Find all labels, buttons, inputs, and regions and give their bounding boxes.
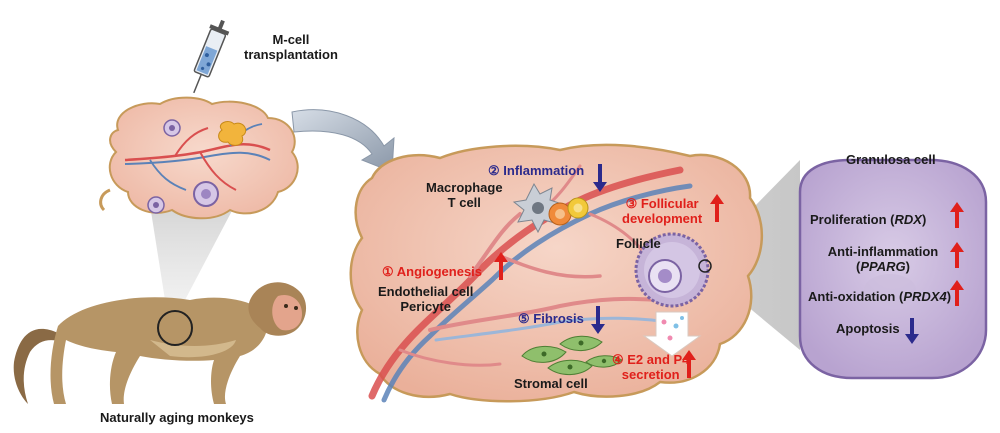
zoom-cone-left [150,205,235,300]
proliferation-gene: RDX [894,212,922,227]
granulosa-title: Granulosa cell [846,152,936,167]
macrophage-icon [512,182,564,234]
pericyte-text: Pericyte [400,299,451,314]
follicular-development-label: ③ Follicular development [622,196,702,226]
down-arrow-icon [591,164,607,334]
anti-oxidation-text: Anti-oxidation ( [808,289,904,304]
granulosa-cell-panel [798,158,988,380]
monkeys-label: Naturally aging monkeys [100,410,254,425]
anti-inflammation-label: Anti-inflammation (PPARG) [820,244,946,274]
proliferation-text: Proliferation ( [810,212,895,227]
proliferation-close: ) [921,212,927,227]
macrophage-text: Macrophage [426,180,503,195]
follicle-label: Follicle [616,236,661,251]
fibrosis-label: ⑤ Fibrosis [518,311,584,326]
e2p4-line-2: secretion [621,367,680,382]
endothelial-text: Endothelial cell [378,284,474,299]
t-cell-icon [548,197,589,226]
e2p4-line-1: ④ E2 and P4 [612,352,690,367]
follicular-line-1: ③ Follicular [625,196,699,211]
transplantation-line-2: transplantation [244,47,338,62]
curved-arrow-icon [291,109,395,173]
secretion-arrow-icon [642,311,702,357]
follicle-icon [634,232,712,308]
small-ovary [99,96,299,220]
inflammation-label: ② Inflammation [488,163,585,178]
anti-oxidation-gene: PRDX4 [903,289,947,304]
angiogenesis-label: ① Angiogenesis [382,264,483,279]
anti-inflammation-text: Anti-inflammation [827,244,939,259]
stromal-cell-icon [521,335,623,375]
follicular-line-2: development [622,211,703,226]
anti-inflammation-close: ) [905,259,910,274]
proliferation-label: Proliferation (RDX) [810,212,926,227]
macrophage-tcell-label: Macrophage T cell [426,180,503,210]
transplantation-label: M-cell transplantation [244,32,338,62]
transplantation-line-1: M-cell [272,32,310,47]
anti-oxidation-close: ) [946,289,952,304]
stromal-cell-label: Stromal cell [514,376,588,391]
monkey-icon [13,282,307,404]
granulosa-up-arrows [950,202,964,306]
t-cell-text: T cell [447,195,481,210]
syringe-icon [193,19,230,94]
anti-oxidation-label: Anti-oxidation (PRDX4) [808,289,951,304]
granulosa-down-arrow [905,318,919,344]
up-arrow-icon [494,194,724,378]
e2-p4-secretion-label: ④ E2 and P4 secretion [612,352,689,382]
endothelial-pericyte-label: Endothelial cell Pericyte [378,284,473,314]
apoptosis-label: Apoptosis [836,321,900,336]
anti-inflammation-gene: PPARG [860,259,906,274]
